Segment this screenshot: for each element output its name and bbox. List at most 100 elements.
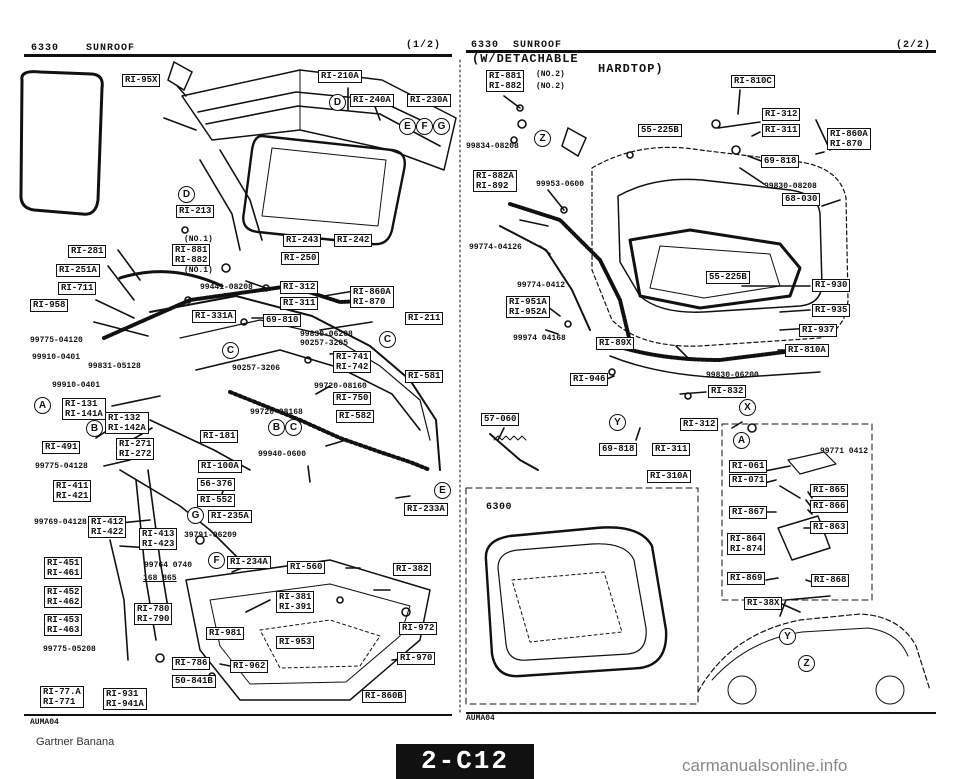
inset-label: 6300 [486, 502, 513, 513]
callout-circle: D [178, 186, 195, 203]
part-box: 56-376 [197, 478, 236, 491]
left-section-title: SUNROOF [86, 43, 136, 54]
part-number: 99764 0740 [144, 561, 193, 570]
callout-circle: F [416, 118, 433, 135]
part-box: RI-281 [68, 245, 107, 258]
part-line: RI-874 [730, 544, 763, 554]
part-line: RI-132 [108, 413, 141, 423]
part-line: RI-882A [476, 171, 514, 181]
part-line: RI-391 [279, 602, 312, 612]
callout-circle: E [399, 118, 416, 135]
part-box: RI-552 [197, 494, 236, 507]
part-box: RI-071 [729, 474, 768, 487]
part-box: RI-953 [276, 636, 315, 649]
part-box: RI-312 [680, 418, 719, 431]
part-box: RI-234A [227, 556, 271, 569]
part-number: 99775-04128 [35, 462, 88, 471]
part-box: RI-310A [647, 470, 691, 483]
part-box: RI-181 [200, 430, 239, 443]
part-line: RI-381 [279, 592, 312, 602]
part-number: 99720-08160 [314, 382, 367, 391]
part-box: RI-213 [176, 205, 215, 218]
callout-circle: C [379, 331, 396, 348]
part-box: RI-233A [404, 503, 448, 516]
part-box: RI-750 [333, 392, 372, 405]
part-box: RI-95X [122, 74, 161, 87]
part-box: RI-251A [56, 264, 100, 277]
part-box: RI-868 [811, 574, 850, 587]
part-line: RI-860A [830, 129, 868, 139]
part-number: 99771 0412 [820, 447, 869, 456]
part-line: RI-452 [47, 587, 80, 597]
part-box: RI-867 [729, 506, 768, 519]
part-box: RI-38X [744, 597, 783, 610]
left-figure-code: AUMA04 [30, 718, 59, 727]
part-box: RI-211 [405, 312, 444, 325]
part-number: 99831-05128 [88, 362, 141, 371]
part-line: RI-941A [106, 699, 144, 709]
part-box: RI-250 [281, 252, 320, 265]
part-number: 99834-08208 [466, 142, 519, 151]
part-box: RI-869 [727, 572, 766, 585]
part-line: RI-77.A [43, 687, 81, 697]
part-box: RI-810C [731, 75, 775, 88]
part-box: RI-711 [58, 282, 97, 295]
part-line: RI-780 [137, 604, 170, 614]
callout-circle: C [222, 342, 239, 359]
callout-circle: X [739, 399, 756, 416]
part-box: RI-930 [812, 279, 851, 292]
part-box: 69-810 [263, 314, 302, 327]
part-number: 90257-3206 [232, 364, 281, 373]
part-box: RI-311 [652, 443, 691, 456]
part-line: RI-790 [137, 614, 170, 624]
part-box: RI-560 [287, 561, 326, 574]
part-line: RI-864 [730, 534, 763, 544]
part-box: RI-382 [393, 563, 432, 576]
part-box: 50-841B [172, 675, 216, 688]
part-box: 69-818 [599, 443, 638, 456]
part-line: RI-882 [175, 255, 208, 265]
part-number: 99953-0600 [536, 180, 585, 189]
part-box: RI-312 [762, 108, 801, 121]
part-line: RI-131 [65, 399, 98, 409]
callout-circle: A [733, 432, 750, 449]
part-number: 99830-06200 [706, 371, 759, 380]
part-number: 99974 04168 [513, 334, 566, 343]
part-number: 99940-0600 [258, 450, 307, 459]
part-line: RI-271 [119, 439, 152, 449]
part-line: RI-272 [119, 449, 152, 459]
part-line: RI-462 [47, 597, 80, 607]
part-box: RI-863 [810, 521, 849, 534]
part-line: RI-461 [47, 568, 80, 578]
callout-circle: Y [609, 414, 626, 431]
part-number: 99720-08168 [250, 408, 303, 417]
note: (NO.1) [184, 235, 213, 244]
part-line: RI-870 [830, 139, 863, 149]
part-box: RI-061 [729, 460, 768, 473]
part-line: RI-881 [175, 245, 208, 255]
part-line: RI-411 [56, 481, 89, 491]
callout-circle: D [329, 94, 346, 111]
part-number: 99830-06208 [300, 330, 353, 339]
part-number: 39791-06209 [184, 531, 237, 540]
part-box: RI-937 [799, 324, 838, 337]
right-footer-rule [466, 712, 936, 714]
part-box: RI-581 [405, 370, 444, 383]
part-line: RI-453 [47, 615, 80, 625]
right-subtitle-line1: (W/DETACHABLE [472, 52, 579, 66]
